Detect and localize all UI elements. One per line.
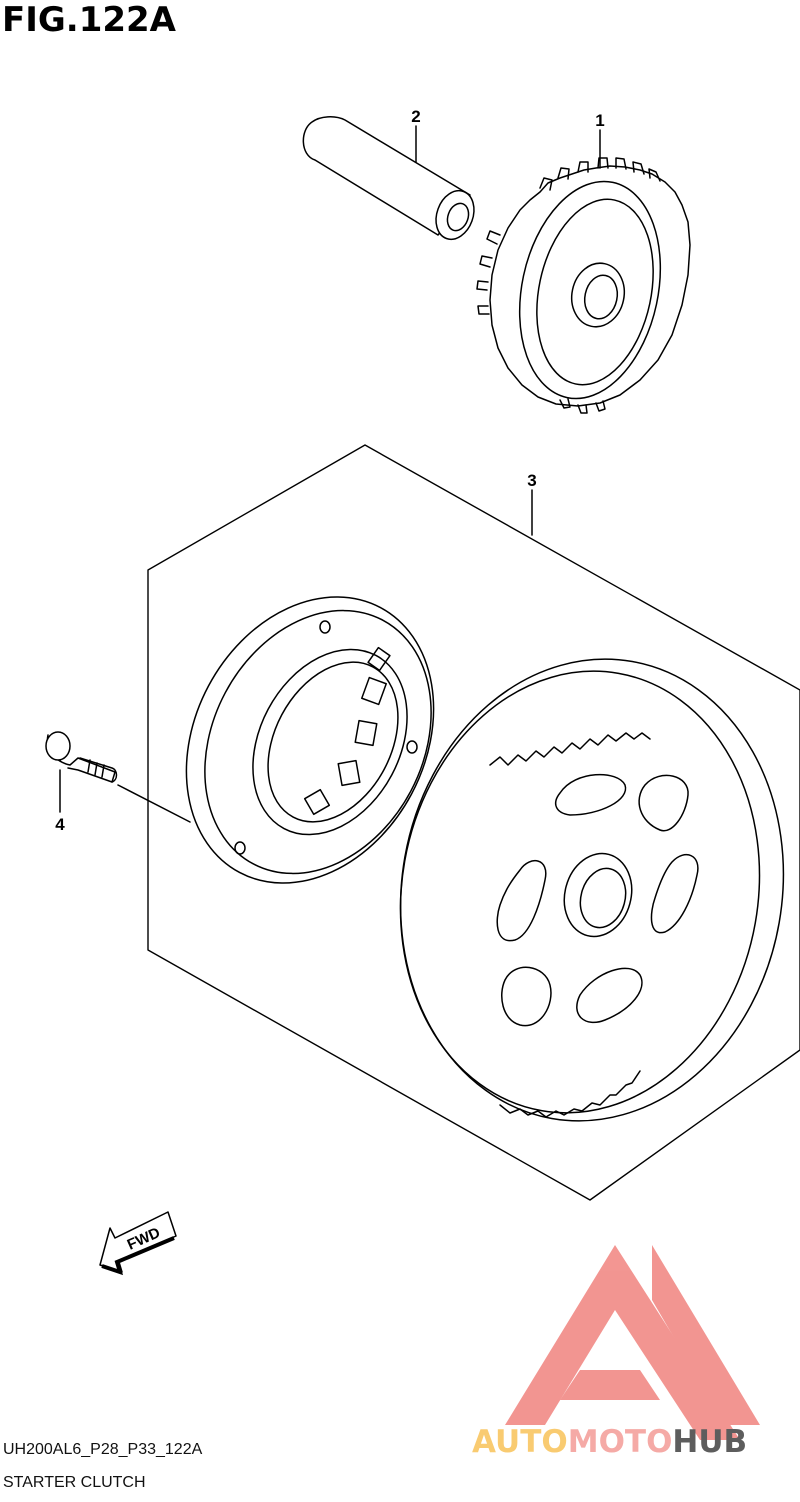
fwd-arrow-icon: FWD	[99, 1211, 177, 1276]
watermark-hub: HUB	[672, 1424, 747, 1460]
leader-line-bolt-ring	[117, 784, 191, 823]
clutch-ring-part	[185, 596, 435, 884]
svg-text:AUTOMOTOHUB: AUTOMOTOHUB	[472, 1424, 747, 1460]
watermark-logo: AUTOMOTOHUB	[472, 1245, 760, 1460]
callout-3: 3	[527, 471, 536, 490]
callout-4: 4	[55, 815, 65, 834]
watermark-moto: MOTO	[568, 1424, 673, 1460]
diagram-code: UH200AL6_P28_P33_122A	[3, 1441, 203, 1458]
callout-1: 1	[595, 111, 604, 130]
assembly-frame	[147, 444, 800, 1201]
diagram-caption: STARTER CLUTCH	[3, 1474, 146, 1491]
gear-part	[476, 157, 691, 414]
figure-title: FIG.122A	[2, 0, 176, 40]
clutch-gear-part	[399, 658, 785, 1122]
shaft-part	[302, 116, 475, 241]
callout-2: 2	[411, 107, 420, 126]
watermark-auto: AUTO	[472, 1424, 568, 1460]
bolt-part	[45, 731, 118, 783]
